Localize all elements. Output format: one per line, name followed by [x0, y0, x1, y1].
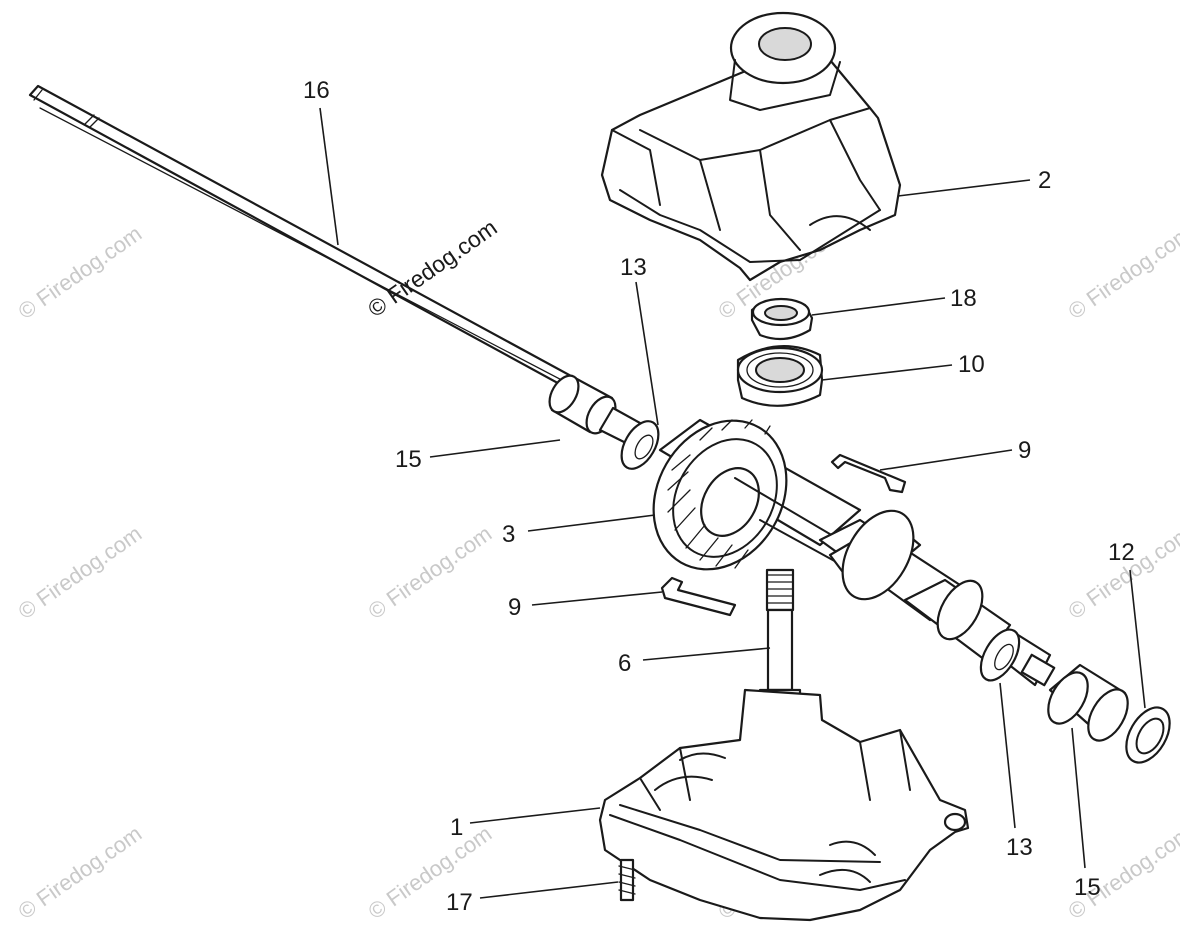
watermark-tiles: © Firedog.com © Firedog.com © Firedog.co…: [14, 221, 1180, 924]
callout-9-left: 9: [508, 594, 521, 621]
callout-6: 6: [618, 650, 631, 677]
thrust-washer-part-13-bottom: [979, 628, 1021, 682]
watermark-tile: © Firedog.com: [14, 821, 147, 924]
callout-1: 1: [450, 814, 463, 841]
callout-15-left: 15: [395, 446, 422, 473]
key-part-9-left: [660, 576, 737, 617]
leader-lines: [319, 107, 1146, 899]
watermark-tile: © Firedog.com: [1064, 221, 1180, 324]
watermark-tile: © Firedog.com: [14, 521, 147, 624]
watermark-tile: © Firedog.com: [364, 521, 497, 624]
callout-2: 2: [1038, 167, 1051, 194]
callout-3: 3: [502, 521, 515, 548]
callout-18: 18: [950, 285, 977, 312]
callout-15-right: 15: [1074, 874, 1101, 901]
bearing-part-18: [750, 297, 814, 341]
callout-10: 10: [958, 351, 985, 378]
callout-labels: 16 2 13 18 10 15 9 3 12 9 6 1 13 15 17: [303, 77, 1135, 916]
callout-17: 17: [446, 889, 473, 916]
bearing-part-10: [736, 345, 824, 407]
thrust-washer-part-13-top: [620, 420, 660, 470]
watermark-tile: © Firedog.com: [14, 221, 147, 324]
watermark-tile: © Firedog.com: [1064, 521, 1180, 624]
watermark-tile: © Firedog.com: [364, 821, 497, 924]
upper-housing-part-2: [600, 11, 902, 282]
callout-9-right: 9: [1018, 437, 1031, 464]
output-shaft: [818, 509, 1056, 687]
callout-13-bottom: 13: [1006, 834, 1033, 861]
bushing-part-15-right: [1047, 663, 1129, 742]
callout-12: 12: [1108, 539, 1135, 566]
bushing-part-15-left: [548, 374, 642, 446]
screw-part-17: [618, 858, 636, 902]
key-part-9-right: [830, 453, 907, 494]
gear-part-3: [652, 418, 862, 576]
callout-13-top: 13: [620, 254, 647, 281]
watermark-tile: © Firedog.com: [1064, 821, 1180, 924]
lower-housing-part-1: [598, 688, 970, 922]
callout-16: 16: [303, 77, 330, 104]
cap-part-12: [1125, 706, 1171, 764]
